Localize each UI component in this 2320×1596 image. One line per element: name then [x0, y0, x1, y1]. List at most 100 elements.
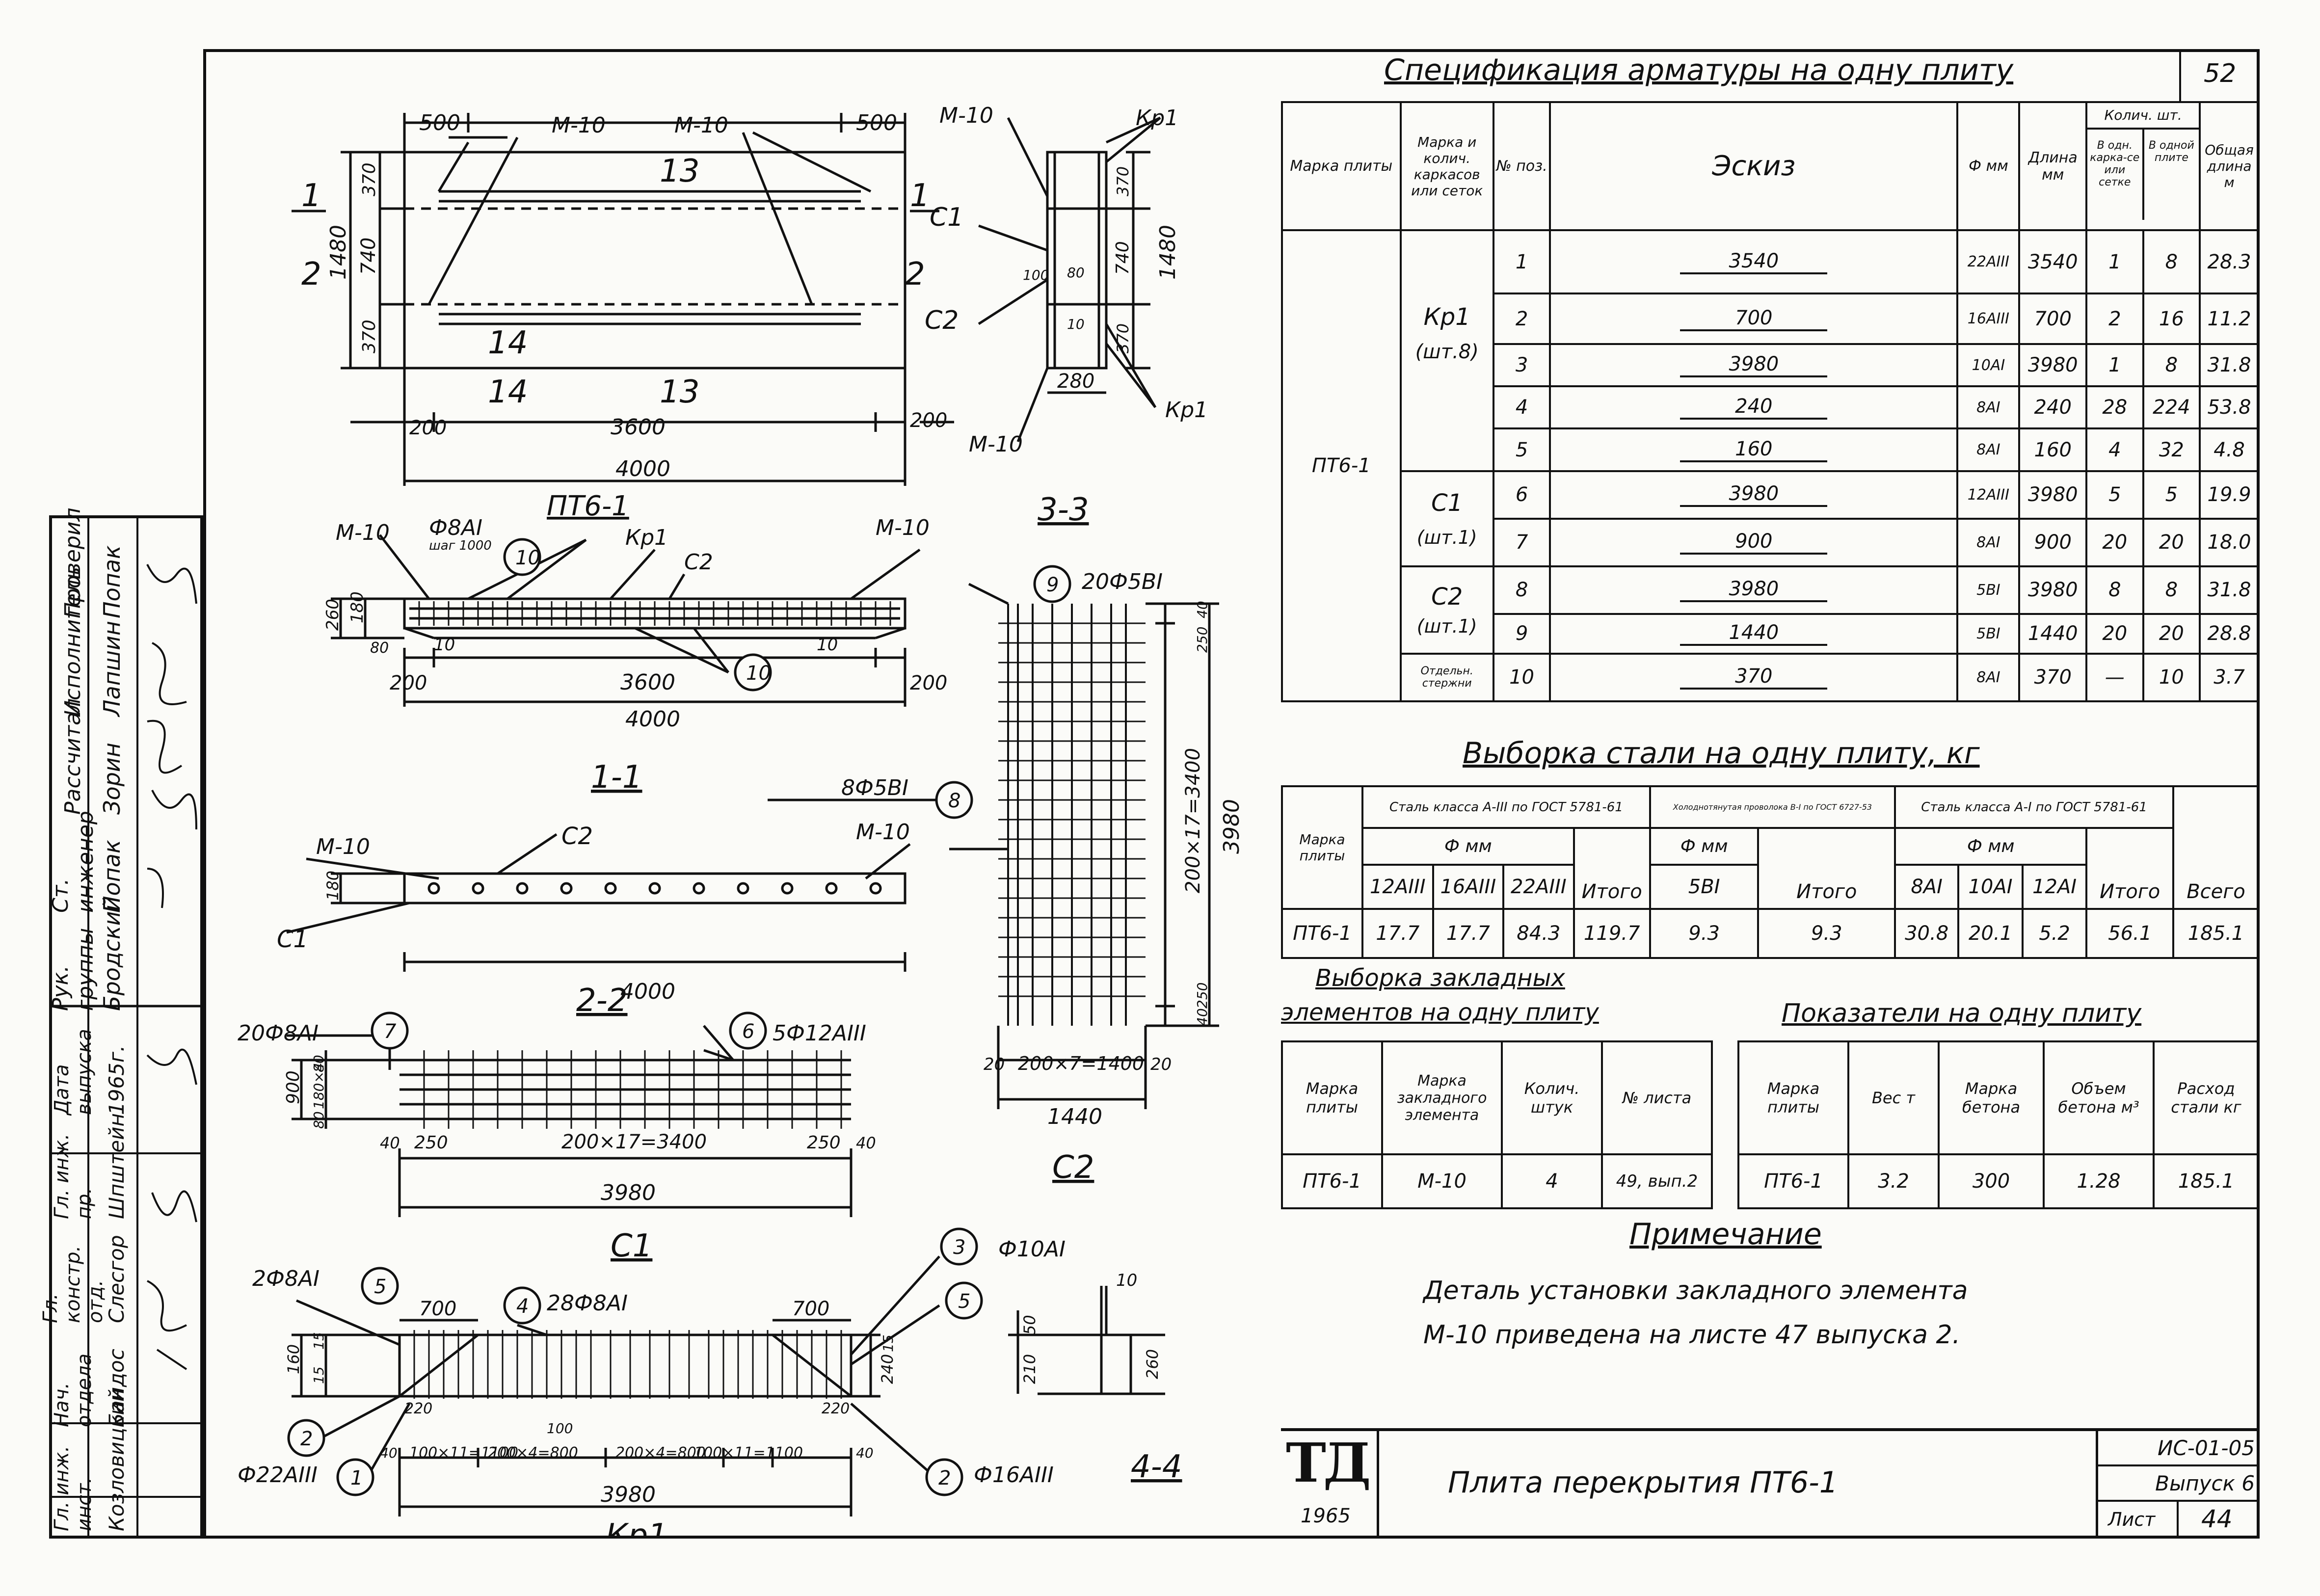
indicators-h-steel: Расход стали кг: [2153, 1040, 2260, 1155]
note-title: Примечание: [1629, 1217, 1822, 1251]
callout-4: 4: [516, 1295, 529, 1318]
stamp-name2-2: Бандос: [105, 1349, 129, 1427]
steel-cell: 30.8: [1894, 908, 1960, 959]
spec-dia: 12АIII: [1956, 470, 2021, 520]
section-4-4: [1008, 1286, 1165, 1395]
dim-40-kp-a: 40: [380, 1445, 398, 1461]
stamp-name-5: Попак: [98, 545, 125, 618]
title-section-4-4: 4-4: [1131, 1449, 1182, 1485]
steel-h-col-total2: Итого: [1757, 827, 1896, 910]
spec-h-sketch: Эскиз: [1549, 101, 1959, 232]
spec-group-c2: С2(шт.1): [1399, 565, 1494, 655]
label-c1-s11: С1: [277, 926, 308, 953]
callout-2-right: 2: [938, 1467, 951, 1490]
dim-80-end: 80: [1067, 265, 1085, 281]
stamp-names: Бродский Попак Зорин Лапшин Попак: [88, 520, 130, 1011]
title-block: ТД 1965 Плита перекрытия ПТ6-1 ИС-01-05 …: [1281, 1428, 2260, 1539]
dim-200-elev-b: 200: [910, 672, 947, 694]
spec-sketch-label: 3540: [1680, 250, 1828, 274]
spec-group-kp1-qty: (шт.8): [1415, 341, 1479, 364]
embedded-cell: 4: [1501, 1153, 1603, 1209]
steel-h-col: 16АIII: [1432, 864, 1505, 910]
label-c2-s11: С2: [561, 823, 593, 850]
title-pt6-1: ПТ6-1: [547, 490, 629, 522]
dim-740: 740: [357, 238, 380, 275]
stamp-name2-1: Козловицкий: [105, 1388, 129, 1531]
indicators-h-concrete: Марка бетона: [1938, 1040, 2045, 1155]
spec-group-c1: С1(шт.1): [1399, 470, 1494, 567]
steel-h-col: 12АIII: [1361, 864, 1434, 910]
sheet-label: Лист: [2108, 1509, 2156, 1530]
dim-240-kp: 240: [878, 1354, 897, 1384]
spec-sketch: 240: [1549, 385, 1959, 430]
stamp-signatures: [146, 564, 197, 1370]
spec-total: 4.8: [2199, 427, 2260, 472]
label-m10-end-bottom: М-10: [969, 432, 1023, 457]
label-c1-end: С1: [930, 203, 963, 232]
spec-dia: 10АI: [1956, 343, 2021, 388]
spec-dia: 22АIII: [1956, 229, 2021, 295]
spec-total: 19.9: [2199, 470, 2260, 520]
spec-dia: 8АI: [1956, 517, 2021, 567]
spec-len: 900: [2018, 517, 2088, 567]
label-step-1000: шаг 1000: [429, 538, 492, 553]
spec-group-kp1: Кр1(шт.8): [1399, 293, 1494, 472]
embedded-cell: 49, вып.2: [1601, 1153, 1713, 1209]
sheet-number: 44: [2201, 1505, 2233, 1533]
indicators-title: Показатели на одну плиту: [1782, 999, 2142, 1028]
spec-len: 3980: [2018, 565, 2088, 615]
indicators-cell: 1.28: [2043, 1153, 2155, 1209]
logo-year: 1965: [1301, 1505, 1351, 1527]
spec-n2: 16: [2142, 293, 2201, 345]
label-m10-s11-a: М-10: [316, 834, 370, 859]
callout-10-top: 10: [515, 547, 540, 569]
spec-n1: 2: [2085, 293, 2144, 345]
stamp-name-1: Бродский: [98, 896, 125, 1011]
steel-h-a1: Сталь класса А-I по ГОСТ 5781-61: [1894, 785, 2174, 829]
spec-sketch-label: 900: [1680, 530, 1828, 555]
spec-sketch-label: 1440: [1680, 621, 1828, 646]
label-m10-end-top: М-10: [939, 103, 993, 128]
dim-1480-end: 1480: [1155, 225, 1180, 280]
spec-total: 31.8: [2199, 343, 2260, 388]
callout-9: 9: [1046, 574, 1059, 596]
steel-cell: 9.3: [1649, 908, 1760, 959]
spec-total: 53.8: [2199, 385, 2260, 430]
steel-h-col: 5ВI: [1649, 864, 1760, 910]
callout-10-bottom: 10: [746, 662, 771, 685]
label-kp1-elev: Кр1: [625, 525, 668, 550]
spec-sketch: 3540: [1549, 229, 1959, 295]
spec-total: 28.3: [2199, 229, 2260, 295]
label-5f12aiii: 5Ф12АIII: [773, 1021, 866, 1046]
dim-250-s33-a: 250: [1194, 627, 1210, 653]
callout-2-left: 2: [300, 1428, 313, 1450]
dim-200-elev-a: 200: [390, 672, 427, 694]
indicators-cell: 185.1: [2153, 1153, 2260, 1209]
stamp-name2-5: 1965г.: [105, 1045, 129, 1115]
spec-group-c2-qty: (шт.1): [1416, 615, 1477, 637]
spec-pos: 3: [1492, 343, 1551, 388]
dim-700-kp-a: 700: [419, 1298, 456, 1320]
dim-700-kp-b: 700: [792, 1298, 829, 1320]
spec-len: 3980: [2018, 470, 2088, 520]
dim-15-kp-a: 15: [311, 1332, 327, 1350]
spec-n2: 224: [2142, 385, 2201, 430]
steel-h-col: 8АI: [1894, 864, 1960, 910]
steel-h-col: 12АI: [2021, 864, 2088, 910]
dim-260-s44: 260: [1143, 1349, 1162, 1379]
callout-8: 8: [948, 790, 960, 812]
steel-cell: 20.1: [1957, 908, 2024, 959]
embedded-h-mark: Марка закладного элемента: [1381, 1040, 1503, 1155]
spec-sketch: 1440: [1549, 612, 1959, 655]
embedded-h-qty: Колич. штук: [1501, 1040, 1603, 1155]
label-c2-elev: С2: [684, 550, 713, 575]
dim-4000-elev: 4000: [625, 707, 680, 732]
spec-total: 11.2: [2199, 293, 2260, 345]
dim-100-end: 100: [1023, 267, 1049, 283]
label-kp1-end-top: Кр1: [1136, 106, 1178, 131]
drawing-area: 500 М-10 М-10 500 13 13 14 14 1480 370 7…: [238, 103, 1244, 1539]
dim-20-s33-a: 20: [984, 1055, 1005, 1074]
steel-h-b1: Холоднотянутая проволока В-I по ГОСТ 672…: [1649, 785, 1896, 829]
embedded-h-sheet: № листа: [1601, 1040, 1713, 1155]
spec-sketch: 160: [1549, 427, 1959, 472]
